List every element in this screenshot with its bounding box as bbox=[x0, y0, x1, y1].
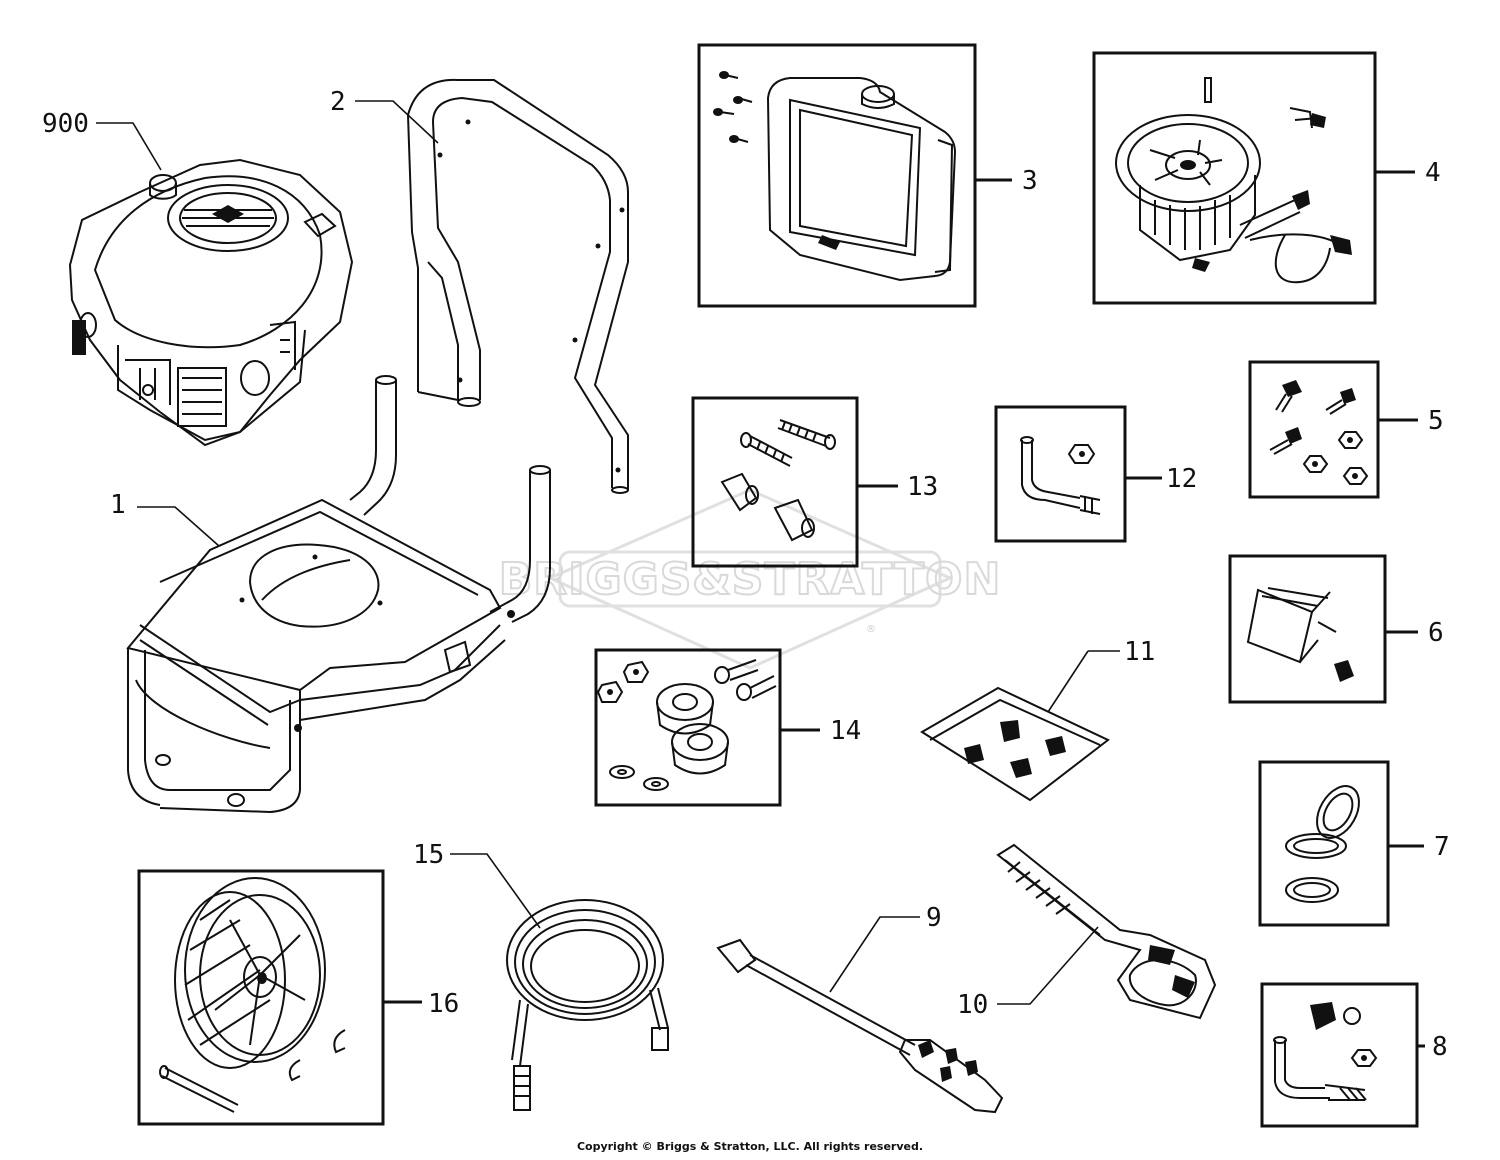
callout-11: 11 bbox=[1124, 637, 1155, 667]
callout-8: 8 bbox=[1432, 1032, 1448, 1062]
callout-1: 1 bbox=[110, 490, 126, 520]
hose-drawing bbox=[506, 899, 669, 1111]
handle-bolt-knob-kit-box bbox=[691, 396, 859, 568]
callout-7: 7 bbox=[1434, 832, 1450, 862]
pin-nut-drawing bbox=[1020, 436, 1101, 515]
handle-knob-drawing bbox=[1273, 1002, 1378, 1101]
callout-13: 13 bbox=[907, 472, 938, 502]
foot-bolt-kit-box bbox=[594, 648, 782, 807]
copyright-notice: Copyright © Briggs & Stratton, LLC. All … bbox=[576, 1140, 924, 1153]
gun-holder-kit-box bbox=[1228, 554, 1387, 704]
bolt-nut-drawing bbox=[1269, 380, 1369, 485]
callout-leaders bbox=[96, 100, 1425, 1048]
wheel-kit-box bbox=[137, 869, 385, 1126]
watermark-text: BRIGGS&STRATTON bbox=[499, 554, 1002, 605]
nozzle-bag-drawing bbox=[920, 686, 1110, 802]
spray-gun-drawing bbox=[996, 843, 1217, 1020]
callout-9: 9 bbox=[926, 903, 942, 933]
pin-nut-kit-box bbox=[994, 405, 1127, 543]
cap-gasket-kit-box bbox=[1258, 760, 1390, 927]
callout-10: 10 bbox=[957, 990, 988, 1020]
watermark-mark: ® bbox=[866, 624, 876, 635]
handle-bolt-knob-drawing bbox=[720, 419, 836, 542]
gun-holder-drawing bbox=[1246, 587, 1354, 682]
detergent-tank-drawing bbox=[713, 71, 957, 282]
cap-gasket-drawing bbox=[1285, 785, 1360, 903]
callout-2: 2 bbox=[330, 87, 346, 117]
callout-14: 14 bbox=[830, 716, 861, 746]
callout-6: 6 bbox=[1428, 618, 1444, 648]
callout-5: 5 bbox=[1428, 406, 1444, 436]
handle-drawing bbox=[406, 78, 629, 494]
spray-lance-drawing bbox=[716, 938, 1004, 1114]
callout-3: 3 bbox=[1022, 166, 1038, 196]
callout-4: 4 bbox=[1425, 158, 1441, 188]
foot-bolt-drawing bbox=[596, 659, 777, 791]
watermark: BRIGGS&STRATTON ® bbox=[498, 488, 1002, 670]
callout-12: 12 bbox=[1166, 464, 1197, 494]
pump-kit-box bbox=[1092, 51, 1377, 305]
detergent-tank-kit-box bbox=[697, 43, 977, 308]
callout-15: 15 bbox=[413, 840, 444, 870]
callout-900: 900 bbox=[42, 109, 89, 139]
frame-drawing bbox=[126, 375, 551, 814]
pump-drawing bbox=[1115, 77, 1352, 284]
wheel-drawing bbox=[159, 877, 346, 1113]
engine-drawing bbox=[68, 158, 354, 447]
bolt-nut-kit-box bbox=[1248, 360, 1380, 499]
callout-labels: 900 2 3 4 5 6 7 8 9 10 11 12 13 14 15 16… bbox=[42, 87, 1450, 1062]
callout-16: 16 bbox=[428, 989, 459, 1019]
handle-knob-kit-box bbox=[1260, 982, 1419, 1128]
